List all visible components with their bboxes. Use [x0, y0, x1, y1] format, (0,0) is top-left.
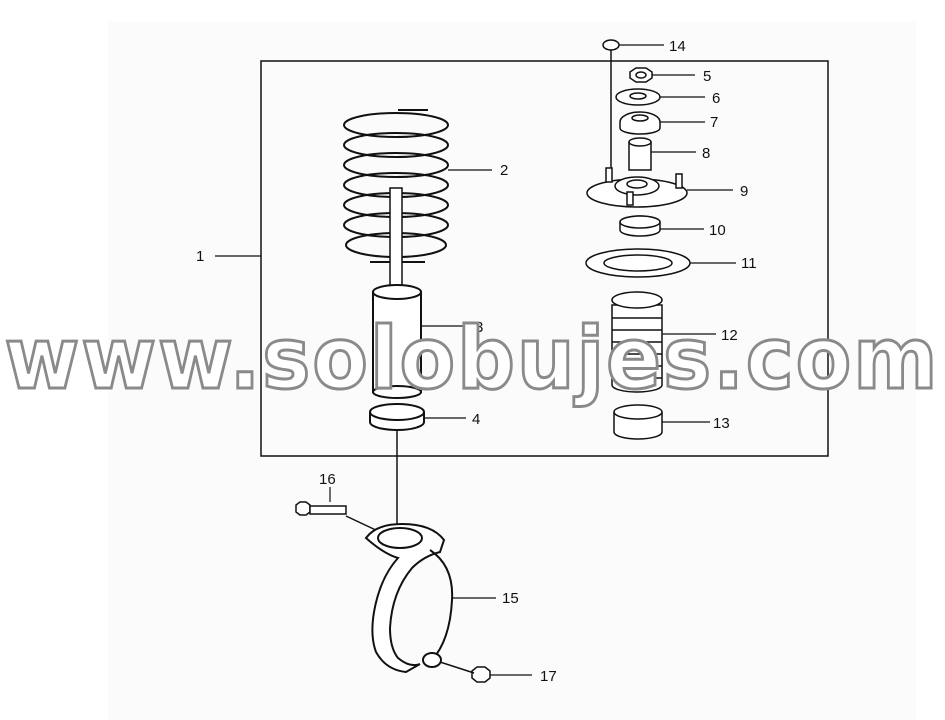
callout-4: 4 — [472, 411, 480, 428]
callout-7: 7 — [710, 114, 718, 131]
sleeve — [628, 137, 652, 171]
piston-rod — [389, 187, 403, 289]
callout-16: 16 — [319, 471, 336, 488]
lower-ring — [369, 403, 425, 431]
watermark-text: www.solobujes.com — [5, 309, 940, 409]
callout-3: 3 — [475, 319, 483, 336]
nut — [629, 67, 653, 83]
shock-absorber — [372, 284, 422, 399]
callout-8: 8 — [702, 145, 710, 162]
bushing-cap — [619, 111, 661, 135]
callout-6: 6 — [712, 90, 720, 107]
callout-13: 13 — [713, 415, 730, 432]
callout-14: 14 — [669, 38, 686, 55]
callout-9: 9 — [740, 183, 748, 200]
callout-12: 12 — [721, 327, 738, 344]
bump-stop — [613, 404, 663, 440]
callout-5: 5 — [703, 68, 711, 85]
page-area — [108, 22, 916, 720]
washer — [615, 88, 661, 106]
callout-1: 1 — [196, 248, 204, 265]
callout-17: 17 — [540, 668, 557, 685]
assembly-frame — [260, 60, 829, 457]
upper-mount — [586, 167, 688, 208]
callout-11: 11 — [741, 255, 757, 272]
lower-nut — [471, 666, 491, 683]
leader-lines — [215, 44, 736, 676]
dust-boot — [611, 291, 663, 393]
bearing-nut — [619, 215, 661, 237]
bearing — [585, 248, 691, 278]
callout-10: 10 — [709, 222, 726, 239]
callout-2: 2 — [500, 162, 508, 179]
nut-line — [439, 661, 475, 674]
fork-bracket — [364, 522, 454, 674]
callout-15: 15 — [502, 590, 519, 607]
top-nut — [602, 39, 620, 51]
bolt — [295, 501, 347, 516]
